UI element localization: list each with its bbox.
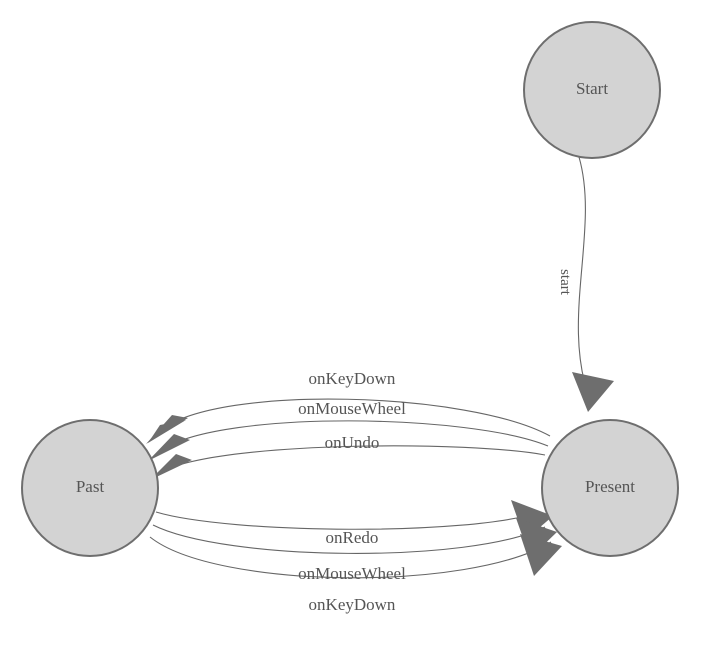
edge-path-redo: [155, 511, 541, 530]
node-present-circle: [541, 419, 679, 557]
edge-path-wheel-down: [152, 524, 546, 554]
edge-path-undo: [164, 445, 546, 471]
node-present[interactable]: Present: [541, 419, 679, 557]
edge-path-keydown-down: [149, 536, 552, 579]
node-start-label: Start: [576, 79, 608, 98]
edge-present-to-past-mousewheel[interactable]: [148, 420, 549, 461]
edge-label-keydown-up: onKeyDown: [309, 369, 396, 388]
node-start-circle: [523, 21, 661, 159]
edge-path-start: [577, 156, 591, 401]
edge-present-to-past-undo[interactable]: [150, 445, 546, 480]
arrow-head-wheel-down: [516, 518, 557, 558]
edge-label-mousewheel-up: onMouseWheel: [298, 399, 406, 418]
node-present-label: Present: [585, 477, 635, 496]
edge-label-undo: onUndo: [325, 433, 380, 452]
edge-label-mousewheel-down: onMouseWheel: [298, 564, 406, 583]
edge-past-to-present-mousewheel[interactable]: [152, 518, 557, 558]
edge-label-redo: onRedo: [326, 528, 379, 547]
node-past-circle: [21, 419, 159, 557]
edge-start-to-present[interactable]: start: [557, 156, 614, 412]
edge-past-to-present-keydown[interactable]: [149, 534, 562, 579]
edge-label-start: start: [557, 269, 573, 296]
node-past-label: Past: [76, 477, 105, 496]
arrow-head-keydown-down: [520, 534, 562, 576]
node-past[interactable]: Past: [21, 419, 159, 557]
arrow-head-start: [572, 372, 614, 412]
arrow-head-keydown-up-main: [146, 415, 188, 444]
node-start[interactable]: Start: [523, 21, 661, 159]
edge-label-keydown-down: onKeyDown: [309, 595, 396, 614]
arrow-head-keydown-up: [148, 420, 186, 443]
edge-present-to-past-keydown[interactable]: [146, 398, 551, 444]
edge-path-keydown-up: [160, 398, 551, 437]
arrow-head-undo: [150, 454, 192, 480]
arrow-head-wheel-up: [148, 434, 190, 461]
edge-path-wheel-up: [162, 420, 549, 450]
